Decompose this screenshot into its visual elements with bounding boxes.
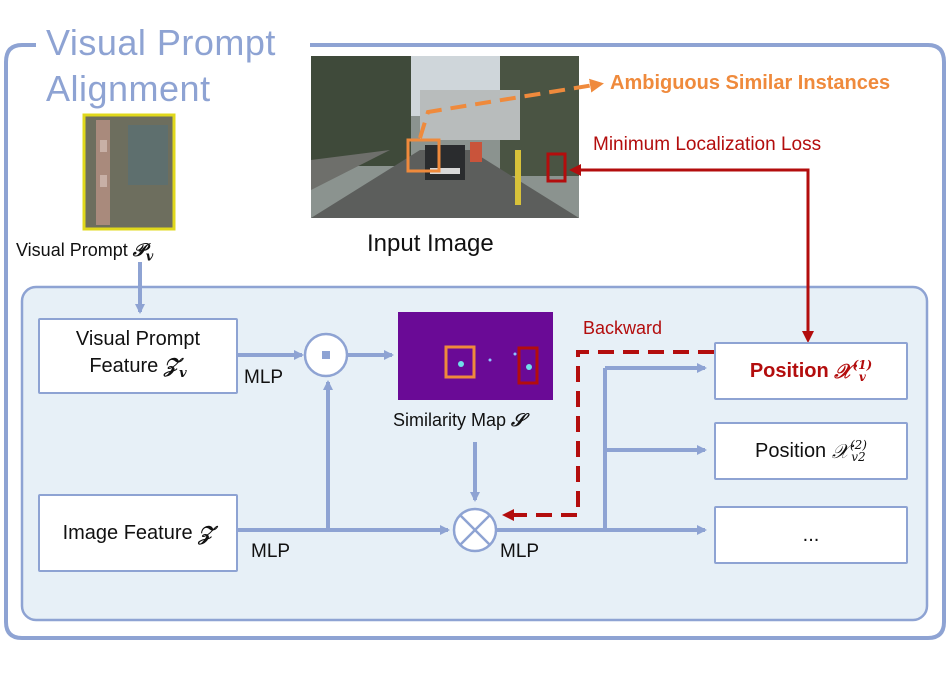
position-2-text: Position — [755, 440, 827, 462]
position-2-scripts: (2)v2 — [850, 439, 867, 463]
red-box-image — [546, 152, 567, 183]
position-1-symbol: 𝒳 — [834, 359, 852, 383]
input-image-label: Input Image — [367, 230, 494, 257]
similarity-symbol: 𝒮 — [511, 410, 525, 431]
vp-feature-symbol: 𝒵 — [163, 352, 180, 377]
ambiguous-label: Ambiguous Similar Instances — [610, 72, 891, 94]
diagram-title: Visual Prompt Alignment — [46, 22, 276, 109]
input-image — [311, 56, 579, 218]
position-2-sub: v2 — [851, 450, 866, 464]
position-1-box: Position 𝒳(1)v — [714, 342, 908, 400]
loss-arrow — [569, 164, 814, 343]
visual-prompt-sub: v — [145, 249, 154, 265]
position-1-sup: (1) — [852, 358, 873, 372]
orange-box-image — [406, 138, 441, 173]
position-2-box: Position 𝒳(2)v2 — [714, 422, 908, 480]
visual-prompt-thumbnail — [82, 113, 176, 231]
visual-prompt-label: Visual Prompt 𝒫v — [16, 240, 153, 265]
backward-label: Backward — [583, 318, 663, 338]
mlp-label-right: MLP — [500, 541, 540, 562]
ambiguous-arrow — [418, 78, 604, 139]
ellipsis-text: ... — [802, 524, 820, 546]
similarity-map-label: Similarity Map 𝒮 — [393, 410, 525, 431]
red-box-heatmap — [517, 346, 539, 385]
min-loss-label: Minimum Localization Loss — [593, 134, 822, 155]
image-feature-symbol: 𝒵 — [198, 521, 214, 545]
vp-feature-word: Feature — [89, 354, 159, 377]
outer-frame — [4, 43, 946, 640]
position-2-symbol: 𝒳 — [831, 439, 849, 463]
vp-feature-line1: Visual Prompt — [75, 327, 201, 350]
position-1-sub: v — [858, 370, 866, 384]
vp-feature-line2: Feature 𝒵v — [89, 352, 186, 387]
image-feature-box: Image Feature 𝒵 — [38, 494, 238, 572]
visual-prompt-feature-box: Visual Prompt Feature 𝒵v — [38, 318, 238, 394]
image-feature-text: Image Feature — [62, 522, 193, 544]
visual-prompt-symbol: 𝒫 — [132, 240, 146, 261]
similarity-map-text: Similarity Map — [393, 410, 507, 430]
position-ellipsis-box: ... — [714, 506, 908, 564]
visual-prompt-text: Visual Prompt — [16, 240, 128, 260]
vp-feature-sub: v — [179, 365, 187, 381]
position-1-text: Position — [749, 360, 829, 382]
orange-box-heatmap — [444, 345, 476, 379]
mlp-label-bottom: MLP — [251, 541, 291, 562]
position-2-sup: (2) — [849, 438, 867, 452]
mlp-label-top: MLP — [244, 367, 284, 388]
position-1-scripts: (1)v — [852, 359, 872, 383]
backward-arrow — [502, 350, 714, 521]
